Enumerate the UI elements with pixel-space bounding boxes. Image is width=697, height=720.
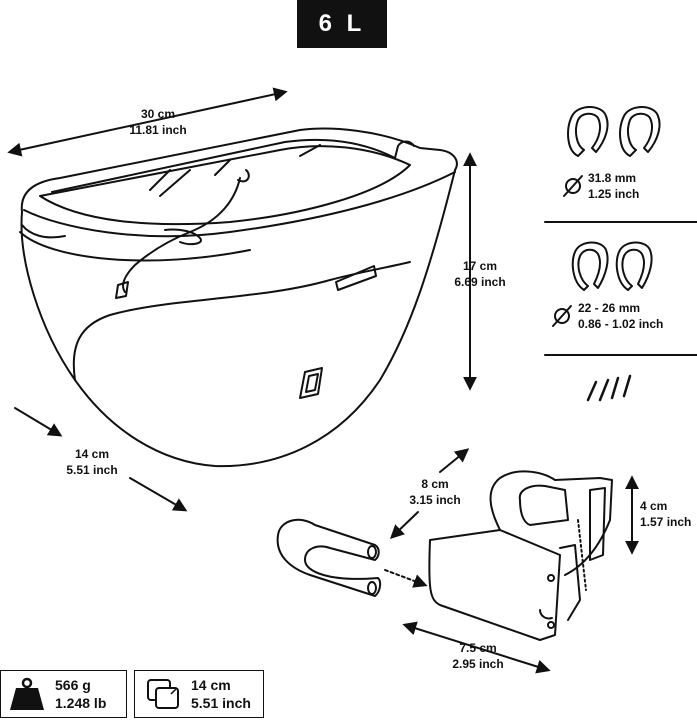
loose-clamp xyxy=(276,518,382,597)
bag-width-metric: 30 cm xyxy=(140,107,176,121)
clamp-small-metric: 22 - 26 mm xyxy=(578,301,641,315)
bag-height-imperial: 6.69 inch xyxy=(454,275,506,289)
size-spec: 14 cm 5.51 inch xyxy=(134,670,264,718)
weight-imperial: 1.248 lb xyxy=(55,695,107,711)
mount-height-imperial: 1.57 inch xyxy=(640,515,692,529)
mount-height-label: 4 cm 1.57 inch xyxy=(640,498,696,530)
width-arrow xyxy=(7,87,288,157)
size-metric: 14 cm xyxy=(191,677,231,693)
bag-depth-metric: 14 cm xyxy=(74,447,110,461)
clamp-large-imperial: 1.25 inch xyxy=(588,187,640,201)
clamp-small-set xyxy=(552,241,653,327)
clamp-large-metric: 31.8 mm xyxy=(588,171,637,185)
handlebar-bag xyxy=(19,127,458,468)
size-icon xyxy=(147,679,179,709)
size-imperial: 5.51 inch xyxy=(191,695,251,711)
depth-arrow xyxy=(14,407,63,437)
bag-height-metric: 17 cm xyxy=(462,259,498,273)
bag-width-label: 30 cm 11.81 inch xyxy=(118,106,198,138)
bag-depth-imperial: 5.51 inch xyxy=(66,463,118,477)
insert-arrow xyxy=(384,569,428,588)
clamp-large-label: 31.8 mm 1.25 inch xyxy=(588,170,639,202)
depth-arrow-2 xyxy=(129,477,188,512)
mount-width-imperial: 2.95 inch xyxy=(452,657,504,671)
clamp-large-set xyxy=(563,106,661,197)
mount-depth-imperial: 3.15 inch xyxy=(409,493,461,507)
clamp-small-label: 22 - 26 mm 0.86 - 1.02 inch xyxy=(578,300,663,332)
mount-depth-arrow-2 xyxy=(389,511,419,539)
bag-height-label: 17 cm 6.69 inch xyxy=(440,258,520,290)
mount-depth-label: 8 cm 3.15 inch xyxy=(395,476,475,508)
bag-depth-label: 14 cm 5.51 inch xyxy=(52,446,132,478)
mount-depth-arrow xyxy=(439,448,470,473)
bag-width-imperial: 11.81 inch xyxy=(129,123,187,137)
weight-icon xyxy=(10,677,44,710)
mount-width-metric: 7.5 cm xyxy=(459,641,497,655)
mount-width-arrow xyxy=(402,621,551,674)
clamp-small-imperial: 0.86 - 1.02 inch xyxy=(578,317,664,331)
weight-metric: 566 g xyxy=(55,677,91,693)
mount-bracket xyxy=(428,470,613,641)
mount-height-metric: 4 cm xyxy=(640,499,668,513)
screws-icon xyxy=(586,374,632,402)
weight-spec: 566 g 1.248 lb xyxy=(0,670,127,718)
mount-depth-metric: 8 cm xyxy=(421,477,449,491)
capacity-badge: 6 L xyxy=(297,0,387,48)
mount-width-label: 7.5 cm 2.95 inch xyxy=(438,640,518,672)
